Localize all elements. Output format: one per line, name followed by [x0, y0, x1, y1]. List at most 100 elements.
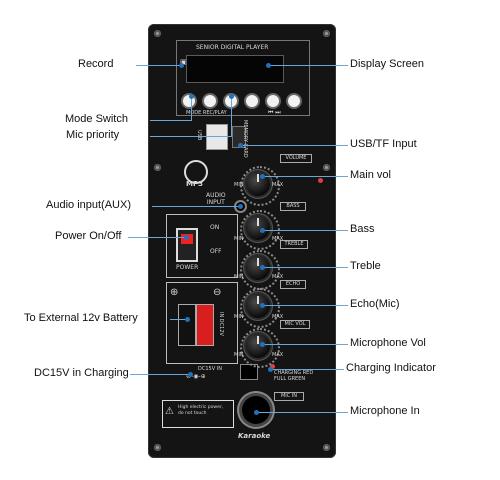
screw-icon: [323, 30, 330, 37]
callout-echo: Echo(Mic): [350, 298, 400, 310]
callout-line: [262, 267, 348, 268]
echo-knob[interactable]: [246, 294, 270, 318]
speaker-terminal-red[interactable]: [196, 304, 214, 346]
callout-bass: Bass: [350, 223, 375, 235]
eq-button[interactable]: [246, 95, 258, 107]
mp3-label: MP3: [186, 180, 203, 188]
karaoke-logo: Karaoke: [238, 432, 271, 440]
callout-mic-in: Microphone In: [350, 405, 420, 417]
prev-next-icon: ⏮ ⏭: [268, 109, 281, 116]
max-label: MAX: [272, 236, 284, 242]
callout-mic-priority: Mic priority: [66, 129, 120, 141]
callout-line: [268, 65, 348, 66]
charging-led: [270, 364, 275, 369]
next-button[interactable]: [288, 95, 300, 107]
record-play-button[interactable]: [204, 95, 216, 107]
callout-line: [256, 412, 348, 413]
callout-point: [260, 228, 265, 233]
callout-point: [229, 94, 234, 99]
callout-line: [262, 176, 348, 177]
bass-tag: BASS: [280, 202, 306, 211]
mode-regplay-label: MODE REC/PLAY: [186, 110, 227, 116]
callout-point: [188, 372, 193, 377]
callout-point: [185, 317, 190, 322]
screw-icon: [154, 444, 161, 451]
knob-ring: [240, 328, 280, 368]
callout-point: [260, 303, 265, 308]
power-label: POWER: [176, 264, 199, 271]
mic-in-tag: MIC IN: [274, 392, 304, 401]
treble-tag: TREBLE: [280, 240, 308, 249]
screw-icon: [154, 30, 161, 37]
treble-knob[interactable]: [246, 256, 270, 280]
volume-indicator-dot: [318, 178, 323, 183]
power-off-label: OFF: [210, 248, 222, 255]
callout-point: [260, 342, 265, 347]
usb-port[interactable]: [206, 124, 228, 150]
callout-point: [179, 63, 184, 68]
warning-icon: ⚠: [165, 406, 174, 417]
callout-line: [136, 65, 181, 66]
callout-point: [260, 265, 265, 270]
callout-line: [130, 374, 190, 375]
callout-point: [238, 204, 243, 209]
power-on-label: ON: [210, 224, 220, 231]
callout-line: [231, 96, 232, 137]
knob-ring: [240, 166, 280, 206]
callout-mode-switch: Mode Switch: [65, 113, 128, 125]
callout-point: [266, 63, 271, 68]
min-label: MIN: [234, 182, 244, 188]
audio-input-label: AUDIO INPUT: [206, 192, 226, 206]
warning-box: [162, 400, 234, 428]
callout-charging-indicator: Charging Indicator: [346, 362, 436, 374]
power-rocker-switch[interactable]: [176, 228, 198, 262]
callout-audio-input: Audio input(AUX): [46, 199, 131, 211]
callout-display-screen: Display Screen: [350, 58, 424, 70]
in-dc12v-label: IN DC12V: [218, 312, 224, 336]
amplifier-board-panel: SENIOR DIGITAL PLAYER ▣ MODE REC/PLAY ⏮ …: [148, 24, 336, 458]
knob-ring: [240, 288, 280, 328]
max-label: MAX: [272, 274, 284, 280]
mic-volume-knob[interactable]: [246, 334, 270, 358]
speaker-terminal-black[interactable]: [178, 304, 196, 346]
bass-knob[interactable]: [246, 216, 270, 240]
callout-point: [254, 410, 259, 415]
echo-tag: ECHO: [280, 280, 306, 289]
max-label: MAX: [272, 314, 284, 320]
warning-text: High electric power, do not touch: [178, 405, 224, 416]
callout-battery: To External 12v Battery: [24, 312, 138, 324]
player-title: SENIOR DIGITAL PLAYER: [196, 44, 269, 51]
callout-mic-vol: Microphone Vol: [350, 337, 426, 349]
screw-icon: [323, 164, 330, 171]
battery-terminal-box: [166, 282, 238, 364]
min-label: MIN: [234, 274, 244, 280]
mp3-logo-icon: [184, 160, 208, 184]
min-label: MIN: [234, 352, 244, 358]
callout-usb-tf: USB/TF Input: [350, 138, 417, 150]
mp3-module: [176, 40, 310, 116]
min-label: MIN: [234, 314, 244, 320]
power-switch-box: [166, 214, 238, 278]
dc15v-label: DC15V IN: [198, 366, 222, 372]
plus-icon: ⊕: [170, 287, 179, 298]
callout-power: Power On/Off: [55, 230, 122, 242]
previous-button[interactable]: [267, 95, 279, 107]
callout-point: [238, 143, 243, 148]
charging-label: CHARGING RED FULL GREEN: [274, 370, 314, 382]
callout-line: [128, 237, 186, 238]
callout-main-vol: Main vol: [350, 169, 391, 181]
callout-line: [270, 369, 344, 370]
min-label: MIN: [234, 236, 244, 242]
screw-icon: [154, 164, 161, 171]
callout-point: [184, 235, 189, 240]
max-label: MAX: [272, 182, 284, 188]
mic-vol-tag: MIC VOL: [280, 320, 310, 329]
callout-line: [262, 230, 348, 231]
callout-point: [189, 94, 194, 99]
volume-tag: VOLUME: [280, 154, 312, 163]
callout-point: [268, 367, 273, 372]
callout-dc15v: DC15V in Charging: [34, 367, 129, 379]
max-label: MAX: [272, 352, 284, 358]
memory-card-label: MEMORY CARD: [242, 120, 248, 158]
callout-line: [150, 120, 192, 121]
